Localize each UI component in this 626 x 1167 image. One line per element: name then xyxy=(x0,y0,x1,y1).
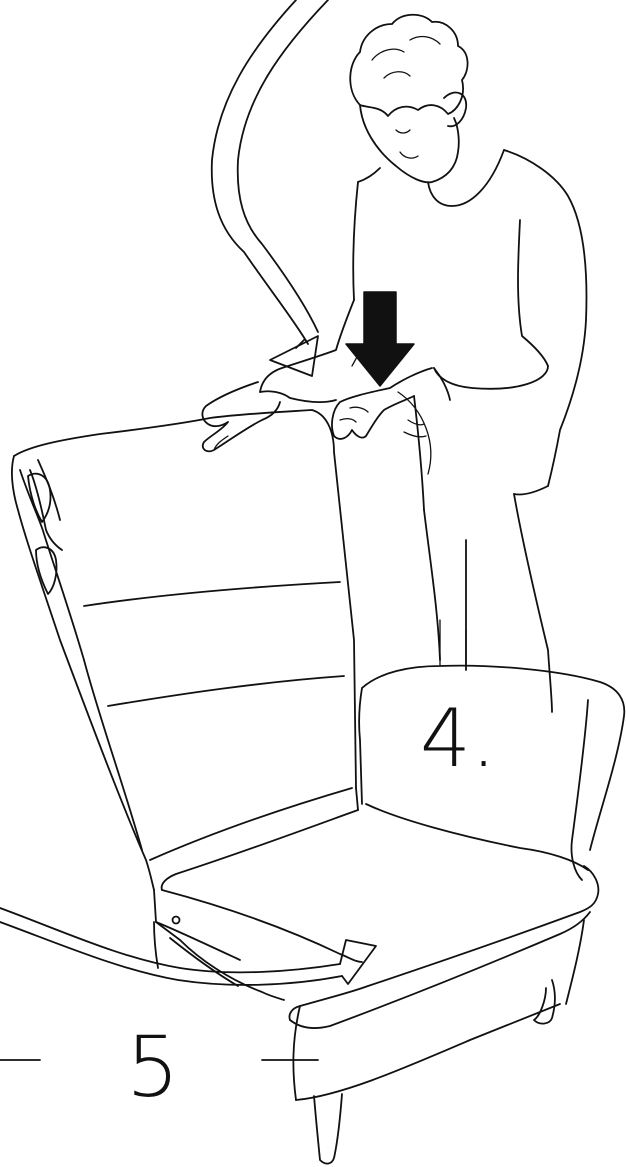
chair-backrest xyxy=(12,410,358,890)
curved-outline-arrow-icon xyxy=(212,0,328,376)
solid-down-arrow-icon xyxy=(346,292,414,386)
step-5-label: 5 xyxy=(126,1018,179,1116)
step-4-label: 4. xyxy=(420,692,496,785)
chair-seat xyxy=(154,666,624,1164)
